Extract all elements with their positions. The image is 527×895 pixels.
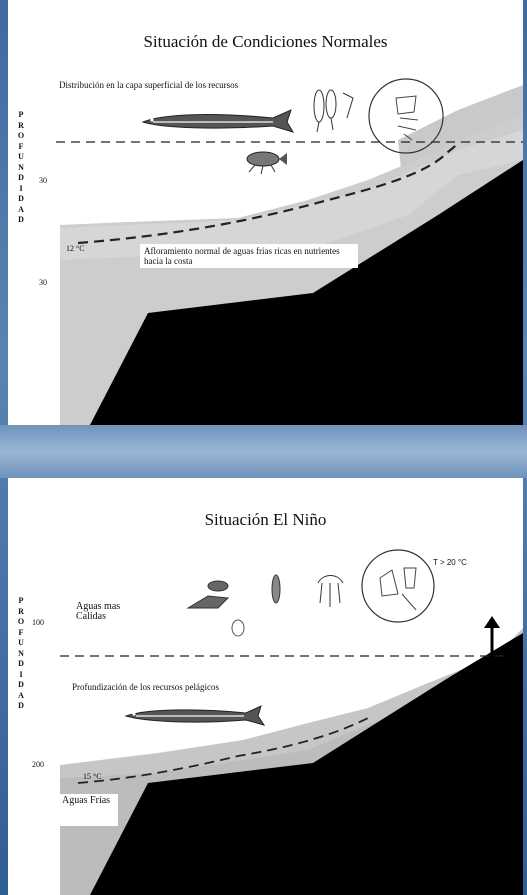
normal-conditions-panel: Situación de Condiciones Normales	[8, 0, 523, 425]
plankton-icon	[313, 89, 354, 133]
upwelling-note: Afloramiento normal de aguas frías ricas…	[140, 244, 358, 268]
anchovy-fish-icon	[124, 705, 266, 726]
depth-tick: 100	[32, 618, 44, 627]
panel-title: Situación El Niño	[204, 510, 327, 529]
anchovy-fish-icon	[141, 109, 295, 133]
normal-conditions-diagram	[56, 78, 523, 425]
depth-tick: 30	[39, 278, 47, 287]
copepod-icon	[271, 574, 281, 604]
zooplankton-circle-icon	[361, 549, 435, 623]
depth-tick: 200	[32, 760, 44, 769]
el-nino-panel: Situación El Niño	[8, 478, 523, 895]
cold-water-box	[60, 794, 118, 826]
small-fish-icon	[246, 151, 287, 175]
depth-tick: 30	[39, 176, 47, 185]
thermocline-band	[60, 130, 523, 260]
upward-arrow-icon	[484, 616, 500, 656]
jellyfish-icon	[317, 575, 344, 607]
panel-title: Situación de Condiciones Normales	[143, 32, 388, 51]
zooplankton-circle-icon	[368, 78, 444, 154]
isotherm-label: 12 °C	[66, 244, 85, 253]
seafloor	[90, 633, 523, 895]
temperature-label: T > 20 °C	[433, 558, 467, 567]
background-ocean-top	[0, 425, 527, 478]
el-nino-diagram	[60, 549, 523, 895]
fish-school-icon	[186, 580, 230, 609]
seafloor	[90, 160, 523, 425]
isotherm-dashed-line	[77, 141, 461, 245]
plankton-icon	[231, 619, 245, 637]
isotherm-dashed-line	[77, 717, 369, 784]
surface-distribution-note: Distribución en la capa superficial de l…	[59, 80, 239, 90]
cold-water-label: Aguas Frías	[62, 795, 111, 806]
isotherm-label: 15 °C	[83, 772, 102, 781]
warm-water-label: Aguas mas Calidas	[76, 601, 121, 622]
deepening-note: Profundización de los recursos pelágicos	[72, 682, 219, 692]
